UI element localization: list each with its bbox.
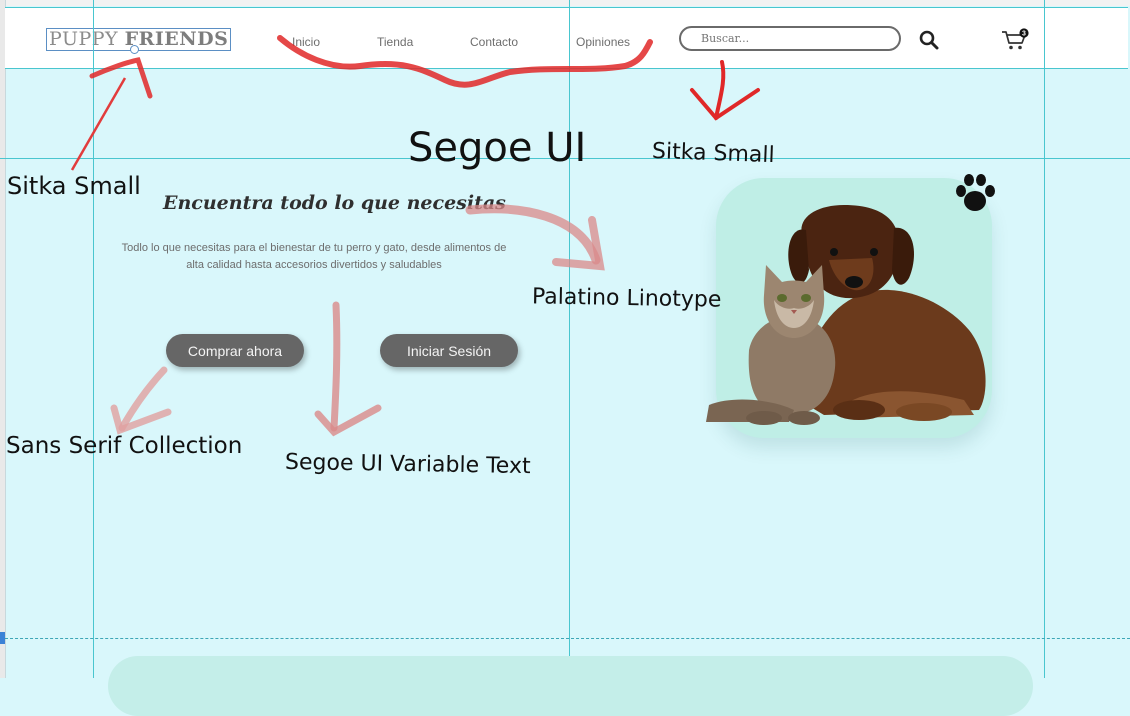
dog-and-cat-image <box>706 205 986 425</box>
hero-description: Todlo lo que necesitas para el bienestar… <box>121 242 507 271</box>
cart-count-badge: 3 <box>1022 30 1026 37</box>
logo-part-1: PUPPY <box>49 28 125 50</box>
next-section-card <box>108 656 1033 716</box>
login-button[interactable]: Iniciar Sesión <box>380 334 518 367</box>
site-header: PUPPY FRIENDS Inicio Tienda Contacto Opi… <box>5 7 1128 69</box>
paw-icon <box>956 174 995 211</box>
annotation-palatino: Palatino Linotype <box>531 284 722 313</box>
search-icon[interactable] <box>919 30 939 50</box>
annotation-segoe-ui-variable: Segoe UI Variable Text <box>284 449 531 480</box>
guide-vertical <box>569 0 570 678</box>
annotation-sitka-small-right: Sitka Small <box>651 138 776 169</box>
nav-contacto[interactable]: Contacto <box>470 35 519 49</box>
logo-part-2: FRIENDS <box>124 28 229 50</box>
annotation-sans-serif-collection: Sans Serif Collection <box>6 433 243 459</box>
ruler-marker <box>0 632 5 644</box>
search-input[interactable] <box>679 26 901 51</box>
nav-tienda[interactable]: Tienda <box>377 35 414 49</box>
guide-vertical <box>1044 0 1045 678</box>
guide-vertical <box>93 0 94 678</box>
hero-heading: Encuentra todo lo que necesitas <box>163 192 506 214</box>
nav-inicio[interactable]: Inicio <box>292 35 321 49</box>
guide-horizontal <box>0 158 1130 159</box>
page-edge-left <box>0 0 6 678</box>
buy-now-button[interactable]: Comprar ahora <box>166 334 304 367</box>
page-edge-top <box>0 0 1130 6</box>
logo-selection-handle[interactable] <box>130 45 139 54</box>
annotation-segoe-ui: Segoe UI <box>408 125 587 171</box>
annotation-sitka-small-left: Sitka Small <box>7 172 141 200</box>
guide-dashed <box>0 638 1130 639</box>
cart-icon[interactable]: 3 <box>1001 28 1029 52</box>
nav-opiniones[interactable]: Opiniones <box>576 35 631 49</box>
